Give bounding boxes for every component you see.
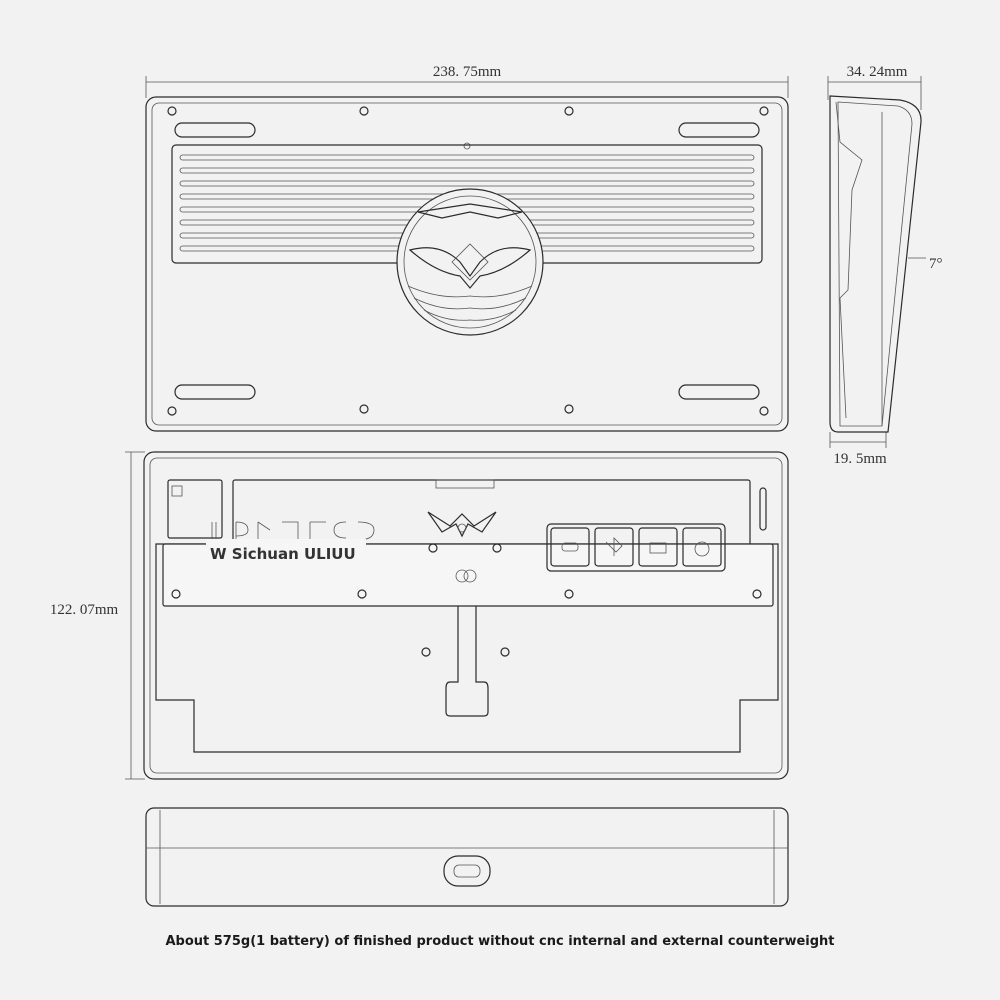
watermark: W Sichuan ULIUU	[210, 545, 356, 563]
case-top-view: W Sichuan ULIUU	[143, 451, 789, 780]
foot-slot-bottom-right	[678, 384, 760, 400]
width-dimension-label: 238. 75mm	[433, 64, 502, 80]
caption: About 575g(1 battery) of finished produc…	[165, 934, 835, 949]
angle-dimension: 7°	[908, 256, 943, 272]
side-slot	[759, 487, 767, 531]
side-depth-bottom-label: 19. 5mm	[833, 451, 887, 467]
foot-slot-top-left	[174, 122, 256, 138]
switch-bluetooth	[594, 527, 634, 567]
bluetooth-icon	[605, 537, 623, 556]
internal-cavity	[155, 543, 779, 753]
switch-panel	[546, 523, 726, 572]
top-bar	[232, 479, 751, 547]
top-bar-emblem	[427, 511, 497, 538]
plate-screws	[171, 543, 762, 657]
height-dimension-label: 122. 07mm	[50, 602, 119, 618]
usb-icon	[561, 542, 579, 552]
power-icon	[694, 541, 710, 557]
usb-c-port	[443, 855, 491, 887]
pcb-logo	[455, 569, 477, 583]
foot-slot-bottom-left	[174, 384, 256, 400]
side-depth-top-label: 34. 24mm	[847, 64, 908, 80]
switch-usb	[550, 527, 590, 567]
ribbon-connector	[445, 606, 489, 717]
switch-wireless	[638, 527, 678, 567]
height-dimension: 122. 07mm	[50, 451, 145, 780]
case-front-view	[145, 807, 789, 907]
width-dimension: 238. 75mm	[145, 64, 789, 98]
switch-power	[682, 527, 722, 567]
case-bottom-view	[145, 96, 789, 432]
side-depth-top-dimension: 34. 24mm	[827, 64, 922, 110]
daughterboard-pocket	[167, 479, 223, 539]
switch-buttons	[550, 527, 722, 567]
brand-emblem	[396, 188, 544, 336]
usb-c-port-inner	[453, 864, 481, 878]
angle-label: 7°	[929, 256, 943, 272]
side-profile-view	[829, 95, 922, 433]
watermark-bg	[206, 539, 366, 565]
embossed-logo	[211, 521, 375, 541]
case-screws	[167, 106, 769, 416]
receiver-icon	[649, 542, 667, 554]
side-depth-bottom-dimension: 19. 5mm	[829, 432, 887, 467]
foot-slot-top-right	[678, 122, 760, 138]
